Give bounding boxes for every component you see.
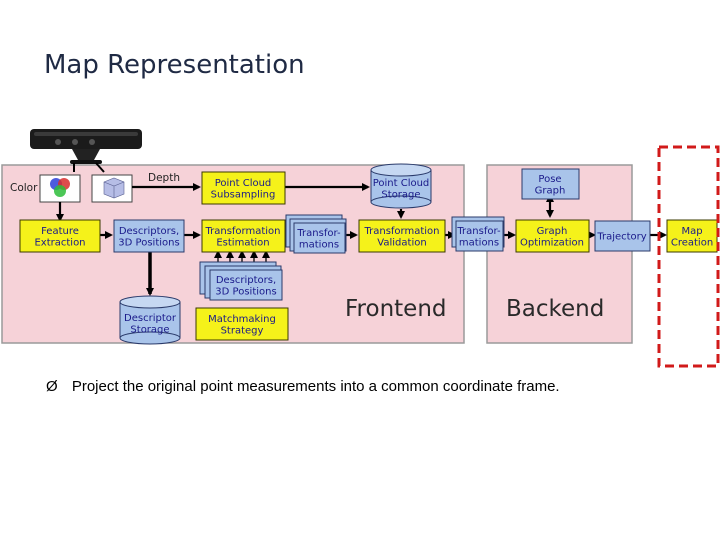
point-cloud-storage-cylinder [370,163,432,209]
graph-optimization-label-line-1: Graph [537,226,568,237]
matchmaking-strategy-box [195,307,289,341]
depth-label: Depth [148,172,180,184]
transformations-box-2 [455,220,504,252]
diagram-arrows [56,183,667,296]
map-creation-label-line-1: Map [681,226,702,237]
color-label: Color [10,182,38,194]
point-cloud-subsampling-label-line-2: Subsampling [211,189,276,200]
descriptors-positions-label-line-1: Descriptors, [119,226,179,237]
feature-extraction-label-line-2: Extraction [34,237,85,248]
transformations-2-label-line-2: mations [459,237,499,248]
transformation-validation-label-line-2: Validation [377,237,426,248]
transformation-estimation-label-line-1: Transformation [204,226,280,237]
transformation-estimation-box [201,219,286,253]
transformations-2-label-line-1: Transfor- [456,226,501,237]
descriptor-storage-label-line-1: Descriptor [124,313,177,324]
bullet-text: Project the original point measurements … [71,378,560,395]
descriptor-storage-label-line-2: Storage [130,324,169,335]
feature-extraction-label-line-1: Feature [41,226,79,237]
point-cloud-storage-label-line-1: Point Cloud [373,178,430,189]
matchmaking-strategy-label-line-2: Strategy [221,325,264,336]
map-creation-highlight [657,145,720,368]
descriptors-positions-stack-label-line-2: 3D Positions [215,286,276,297]
map-creation-label-line-2: Creation [671,237,713,248]
matchmaking-strategy-label-line-1: Matchmaking [208,314,276,325]
trajectory-label-line-1: Trajectory [596,232,646,243]
descriptors-positions-box [113,219,185,253]
transformation-estimation-label-line-2: Estimation [216,237,269,248]
bullet-point: Ø Project the original point measurement… [46,378,560,395]
color-image-icon [39,174,81,203]
transformations-1-label-line-1: Transfor- [296,228,341,239]
kinect-sensor-icon [30,129,142,164]
pose-graph-label-line-1: Pose [538,174,561,185]
descriptors-positions-stack-box [209,269,283,301]
point-cloud-storage-label-line-2: Storage [381,189,420,200]
transformations-box-1 [293,222,346,254]
slide-title: Map Representation [44,50,305,80]
trajectory-box [594,220,651,252]
graph-optimization-box [515,219,590,253]
feature-extraction-box [19,219,101,253]
pose-graph-box [521,168,580,200]
point-cloud-subsampling-label-line-1: Point Cloud [215,178,272,189]
bullet-arrow-icon: Ø [46,378,58,395]
point-cloud-subsampling-box [201,171,286,205]
system-diagram: Color Depth Frontend Backend [1,129,720,368]
descriptors-positions-label-line-2: 3D Positions [118,237,179,248]
pose-graph-label-line-2: Graph [535,185,566,196]
graph-optimization-label-line-2: Optimization [520,237,584,248]
descriptors-positions-stack-label-line-1: Descriptors, [216,275,276,286]
transformation-validation-box [358,219,446,253]
transformation-validation-label-line-1: Transformation [363,226,439,237]
descriptor-storage-cylinder [119,295,181,345]
depth-image-icon [91,174,133,203]
transformations-1-label-line-2: mations [299,239,339,250]
backend-label: Backend [506,296,604,322]
frontend-label: Frontend [345,296,447,322]
